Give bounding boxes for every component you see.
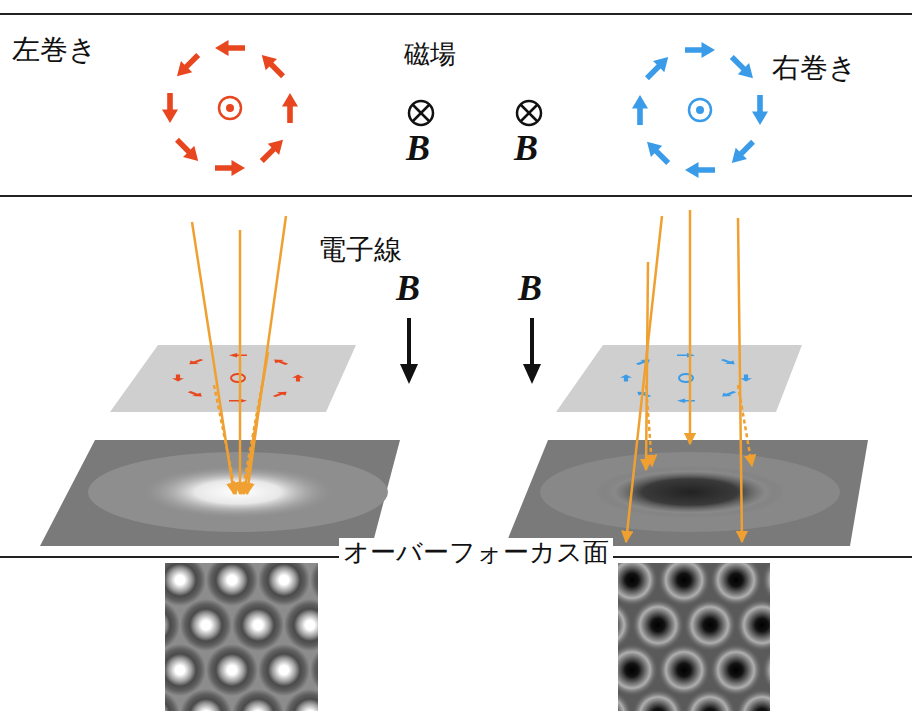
spin-arrow <box>740 375 752 382</box>
skyrmion-spot <box>165 644 206 696</box>
field-into-page-symbol <box>409 101 541 125</box>
spin-arrow <box>260 140 283 163</box>
divider-line <box>0 13 912 15</box>
spin-arrow <box>730 55 753 78</box>
skyrmion-spot <box>710 644 762 696</box>
spin-arrow <box>172 375 184 382</box>
skyrmion-spot <box>618 599 632 651</box>
spin-arrow <box>229 353 247 358</box>
spin-arrow <box>292 375 304 382</box>
spin-arrow <box>685 42 715 58</box>
spin-arrow <box>262 55 285 78</box>
skyrmion-spot <box>618 644 658 696</box>
skyrmion-spot <box>165 563 206 606</box>
skyrmion-spot <box>206 563 258 606</box>
skyrmion-spot <box>165 599 180 651</box>
electron-beam <box>192 210 752 542</box>
field-symbol: B <box>396 268 420 309</box>
field-symbol: B <box>406 128 430 169</box>
field-symbol: B <box>514 128 538 169</box>
lorentz-tem-image <box>102 509 892 711</box>
chirality-label: 右巻き <box>772 52 857 84</box>
spin-texture <box>162 40 768 178</box>
skyrmion-spot <box>762 644 770 696</box>
spin-arrow <box>273 392 287 397</box>
skyrmion-spot <box>618 563 658 606</box>
spin-arrow <box>177 53 200 76</box>
spin-arrow <box>732 140 755 163</box>
spin-arrow <box>188 391 202 396</box>
skyrmion-spot <box>632 689 684 711</box>
skyrmion-spot <box>258 644 310 696</box>
plane-label: オーバーフォーカス面 <box>339 538 613 568</box>
skyrmion-spot <box>206 644 258 696</box>
skyrmion-spot <box>684 599 736 651</box>
spin-arrow <box>685 162 715 178</box>
skyrmion-spot <box>258 563 310 606</box>
skyrmion-spot <box>284 689 318 711</box>
spin-arrow <box>645 57 668 80</box>
field-symbol: B <box>518 268 542 309</box>
divider-line <box>0 195 912 197</box>
chirality-label: 左巻き <box>12 34 97 66</box>
skyrmion-spot <box>284 599 318 651</box>
spin-arrow <box>677 399 695 404</box>
out-of-plane-symbol <box>231 374 245 382</box>
skyrmion-spot <box>165 689 180 711</box>
skyrmion-spot <box>232 599 284 651</box>
skyrmion-spot <box>310 644 318 696</box>
spin-arrow <box>637 392 651 397</box>
spin-arrow <box>229 399 247 404</box>
field-label: 磁場 <box>404 40 456 70</box>
out-of-plane-symbol <box>219 97 711 121</box>
spin-arrow <box>647 142 670 165</box>
spin-arrow <box>632 95 648 125</box>
spin-arrow <box>722 391 736 396</box>
spin-arrow <box>677 353 695 358</box>
spin-arrow <box>620 375 632 382</box>
field-arrow <box>400 318 541 384</box>
skyrmion-spot <box>180 689 232 711</box>
skyrmion-spot <box>736 689 770 711</box>
skyrmion-spot <box>736 599 770 651</box>
skyrmion-spot <box>180 599 232 651</box>
spin-arrow <box>215 40 245 56</box>
skyrmion-spot <box>710 563 762 606</box>
skyrmion-spot <box>684 689 736 711</box>
spin-arrow <box>162 93 178 123</box>
spin-arrow <box>721 359 735 364</box>
spin-arrow <box>189 359 203 364</box>
skyrmion-spot <box>232 689 284 711</box>
spin-arrow <box>175 138 198 161</box>
spin-arrow <box>215 160 245 176</box>
skyrmion-spot <box>658 644 710 696</box>
skyrmion-spot <box>618 689 632 711</box>
beam-label: 電子線 <box>318 234 402 266</box>
skyrmion-spot <box>658 563 710 606</box>
spin-arrow <box>282 93 298 123</box>
spin-arrow <box>752 95 768 125</box>
skyrmion-spot <box>632 599 684 651</box>
spin-arrow <box>274 360 288 365</box>
overfocus-plane <box>40 440 868 546</box>
